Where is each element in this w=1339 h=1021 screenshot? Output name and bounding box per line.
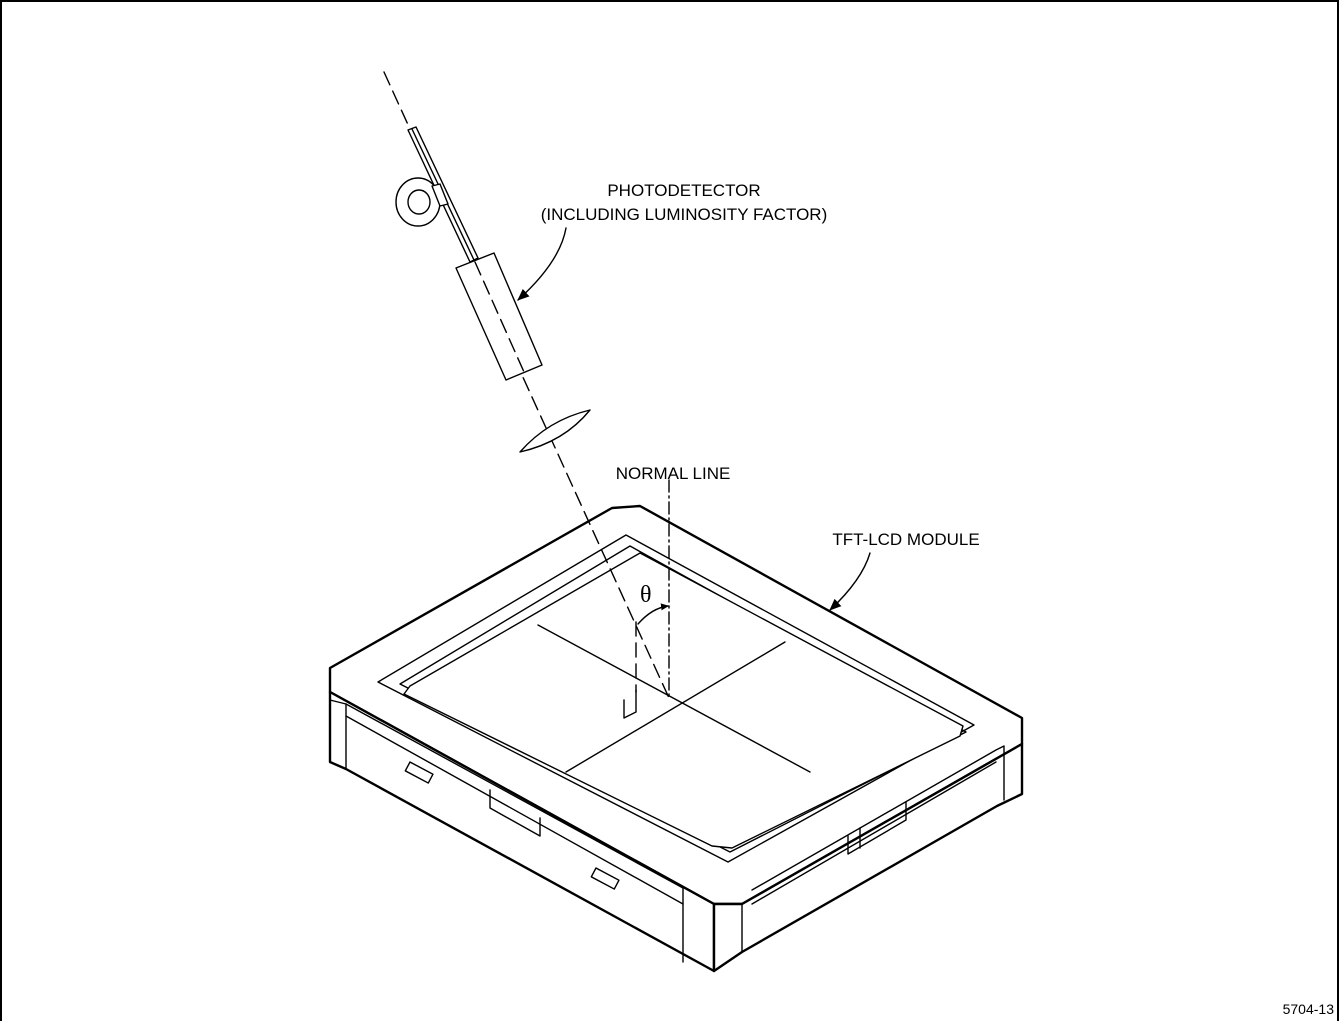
display-panel xyxy=(403,552,964,849)
photodetector-label-line1: PHOTODETECTOR xyxy=(607,181,760,200)
front-left-rail xyxy=(329,699,684,963)
front-left-lip xyxy=(345,715,684,905)
cable-loop-inner xyxy=(407,189,431,215)
photodetector-leader-arrow xyxy=(517,227,567,301)
front-right-rail xyxy=(751,745,1005,891)
front-right-lip xyxy=(751,761,997,905)
crosshair-line-b xyxy=(565,641,786,773)
angle-theta-label: θ xyxy=(640,582,652,608)
module-front-right-face xyxy=(712,742,1024,973)
photodetector-label-line2: (INCLUDING LUMINOSITY FACTOR) xyxy=(541,205,828,224)
module-bezel-outer-edge xyxy=(377,534,975,863)
front-right-recess xyxy=(847,801,907,855)
photodetector xyxy=(395,126,543,381)
lens-icon xyxy=(519,409,591,453)
front-left-recess xyxy=(489,789,541,837)
detector-body xyxy=(455,252,543,381)
crosshair-line-a xyxy=(537,624,811,773)
cable-crossing xyxy=(431,183,449,207)
front-slot-right xyxy=(590,867,620,890)
figure-number: 5704-13 xyxy=(1283,1001,1335,1017)
front-slot-left xyxy=(404,761,434,784)
projection-lines xyxy=(623,689,637,719)
module-label: TFT-LCD MODULE xyxy=(832,530,979,549)
normal-line-label: NORMAL LINE xyxy=(616,464,731,483)
module-leader-arrow xyxy=(829,552,871,611)
module-front-left-face xyxy=(328,690,716,973)
angle-arc xyxy=(637,603,669,625)
tft-lcd-module xyxy=(328,504,1024,973)
